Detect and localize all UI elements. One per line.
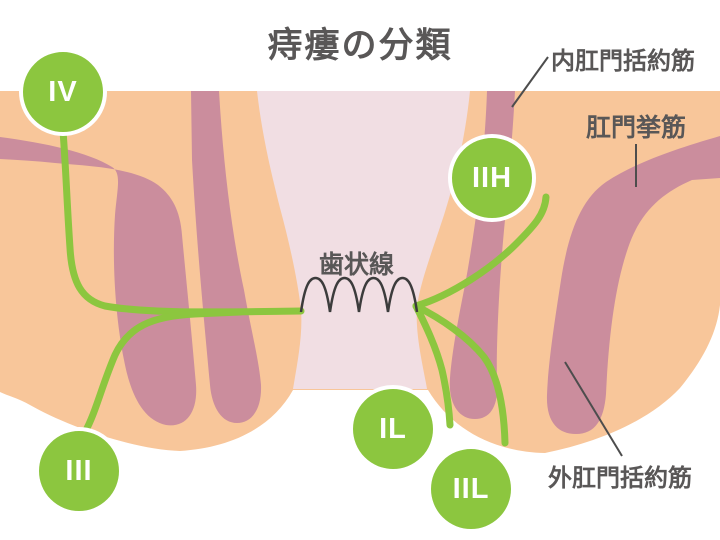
pointer-internal-sphincter [511, 56, 549, 108]
pointer-external-sphincter [564, 361, 623, 457]
badge-type-IL: IL [349, 385, 437, 473]
left-outer-muscle-band [0, 137, 197, 426]
anal-canal-shape [257, 91, 470, 389]
badge-label: III [65, 454, 93, 487]
dentate-wavy-line [299, 276, 419, 313]
badge-label: IIH [471, 161, 513, 194]
badge-type-IV: IV [19, 48, 107, 136]
right-outer-muscle-band [546, 136, 720, 434]
diagram-title: 痔瘻の分類 [267, 26, 453, 65]
label-dentate-line: 歯状線 [319, 251, 395, 279]
label-levator-ani: 肛門挙筋 [586, 114, 687, 142]
label-internal-sphincter: 内肛門括約筋 [551, 48, 695, 75]
badge-type-III: III [35, 427, 123, 515]
fistula-tract-III [81, 308, 244, 436]
badge-label: IIL [452, 472, 490, 505]
fistula-tract-IIL [412, 302, 509, 447]
label-external-sphincter: 外肛門括約筋 [548, 465, 692, 492]
badge-label: IV [48, 75, 78, 108]
fistula-tract-IL [412, 302, 454, 429]
badge-type-IIH: IIH [448, 134, 536, 222]
left-inner-muscle-band [191, 91, 262, 423]
badge-label: IL [379, 412, 407, 445]
fistula-tract-IIH [412, 193, 550, 310]
badge-type-IIL: IIL [427, 445, 515, 533]
